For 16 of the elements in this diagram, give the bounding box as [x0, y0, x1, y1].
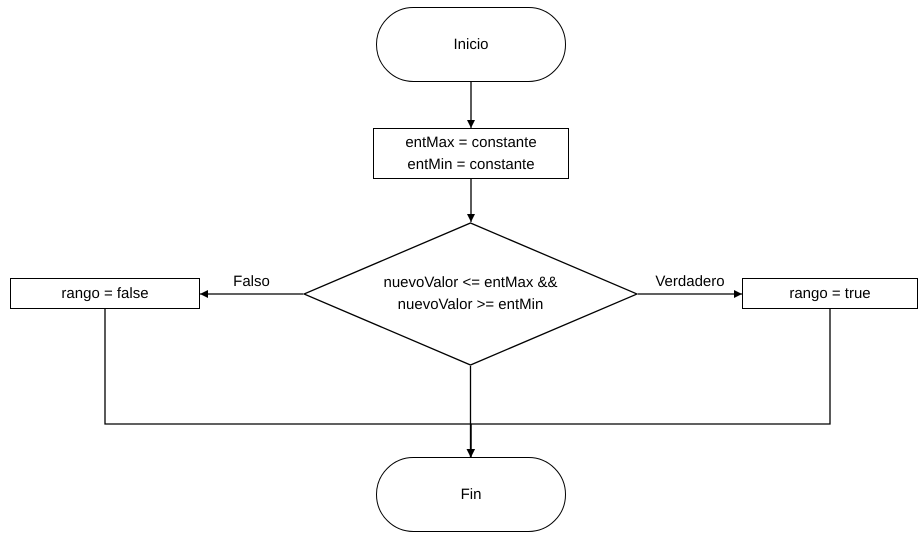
- edge-label: Verdadero: [653, 274, 727, 289]
- edge-label: Falso: [231, 274, 272, 289]
- arrow: [200, 290, 303, 298]
- process-box: [373, 128, 569, 179]
- node-text: entMax = constante: [405, 132, 537, 152]
- node-text: Inicio: [453, 34, 489, 54]
- node-text: entMin = constante: [407, 154, 535, 174]
- arrow: [467, 179, 475, 222]
- node-text: nuevoValor <= entMax && nuevoValor >= entMin: [382, 273, 558, 315]
- node-text: rango = true: [789, 284, 871, 304]
- arrow: [467, 82, 475, 128]
- process-box: [742, 278, 918, 309]
- arrow: [638, 290, 742, 298]
- node-text: rango = false: [61, 284, 149, 304]
- process-box: [10, 278, 200, 309]
- node-text: Fin: [460, 484, 482, 504]
